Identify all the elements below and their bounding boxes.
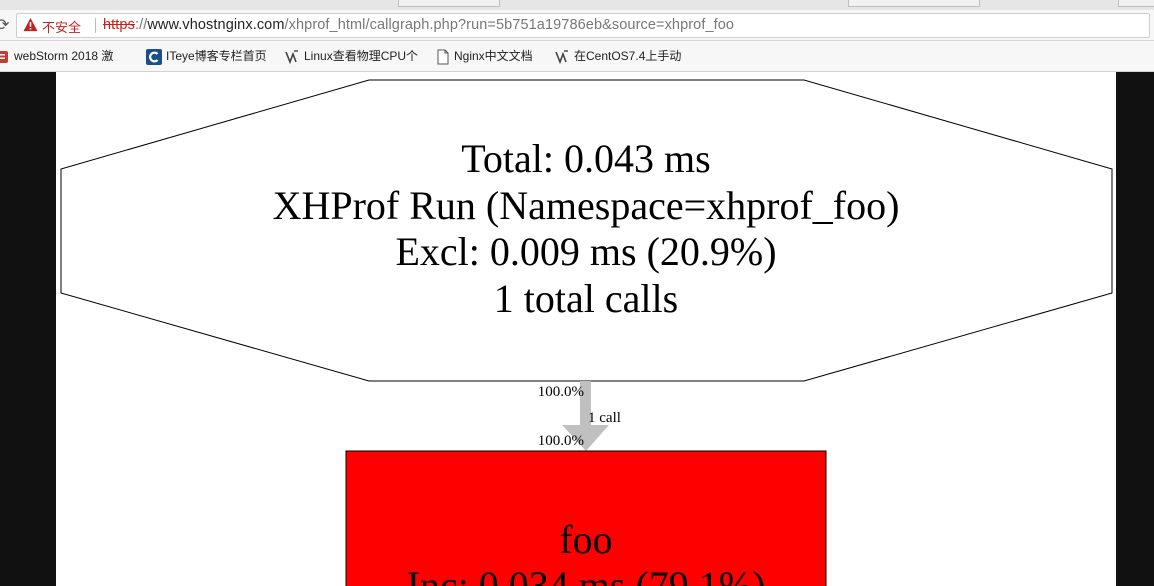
- call-edge-line: [580, 381, 591, 425]
- url-host: www.vhostnginx.com: [147, 17, 285, 33]
- root-node[interactable]: [60, 79, 1113, 382]
- browser-tab[interactable]: [1118, 0, 1154, 7]
- root-excl-text: Excl: 0.009 ms (20.9%): [395, 229, 776, 274]
- url-path: /xhprof_html/callgraph.php?run=5b751a197…: [284, 17, 735, 33]
- edge-from-percent: 100.0%: [538, 384, 584, 400]
- bookmark-item[interactable]: ITeye博客专栏首页: [146, 47, 276, 65]
- edge-call-count: 1 call: [588, 410, 621, 426]
- edge-to-percent: 100.0%: [538, 433, 584, 449]
- bookmark-site-icon: [0, 50, 8, 63]
- bookmark-label: ITeye博客专栏首页: [166, 49, 267, 63]
- bookmark-item[interactable]: 在CentOS7.4上手动: [554, 47, 688, 65]
- iteye-icon: [146, 48, 162, 65]
- security-label[interactable]: 不安全: [42, 20, 82, 35]
- url-field[interactable]: 不安全 https://www.vhostnginx.com/xhprof_ht…: [16, 13, 1150, 38]
- warning-icon: [23, 17, 38, 32]
- foo-incl-text: Inc: 0.034 ms (79.1%): [407, 563, 766, 586]
- bookmark-favicon: [555, 50, 568, 65]
- root-total-text: Total: 0.043 ms: [461, 136, 710, 181]
- bookmark-favicon: [285, 50, 298, 65]
- foo-name-text: foo: [559, 517, 612, 562]
- browser-tab[interactable]: [398, 0, 500, 7]
- bookmark-label: webStorm 2018 激: [14, 49, 114, 63]
- address-bar: ⟳ 不安全 https://www.vhostnginx.com/xhprof_…: [0, 10, 1154, 41]
- bookmark-label: Linux查看物理CPU个: [304, 49, 419, 63]
- tab-strip: [0, 0, 1154, 10]
- callgraph-page: Total: 0.043 ms XHProf Run (Namespace=xh…: [56, 72, 1116, 586]
- root-title-text: XHProf Run (Namespace=xhprof_foo): [273, 183, 900, 228]
- bookmark-item[interactable]: Linux查看物理CPU个: [284, 47, 420, 65]
- bookmarks-bar: webStorm 2018 激 ITeye博客专栏首页 Linux查看物理CPU…: [0, 41, 1154, 72]
- reload-icon[interactable]: ⟳: [0, 17, 10, 34]
- url-scheme: https: [103, 17, 135, 33]
- bookmark-label: Nginx中文文档: [454, 49, 533, 63]
- foo-node[interactable]: [345, 450, 827, 586]
- bookmark-item[interactable]: Nginx中文文档: [436, 47, 544, 65]
- url-text[interactable]: https://www.vhostnginx.com/xhprof_html/c…: [103, 17, 734, 33]
- call-edge-arrow: [562, 425, 609, 451]
- bookmark-label: 在CentOS7.4上手动: [574, 49, 682, 63]
- root-calls-text: 1 total calls: [494, 276, 678, 321]
- divider: [95, 18, 96, 33]
- page-icon: [437, 49, 449, 65]
- bookmark-item[interactable]: webStorm 2018 激: [0, 47, 132, 64]
- browser-tab[interactable]: [848, 0, 980, 7]
- callgraph: Total: 0.043 ms XHProf Run (Namespace=xh…: [60, 79, 1113, 586]
- url-scheme-separator: ://: [134, 17, 148, 33]
